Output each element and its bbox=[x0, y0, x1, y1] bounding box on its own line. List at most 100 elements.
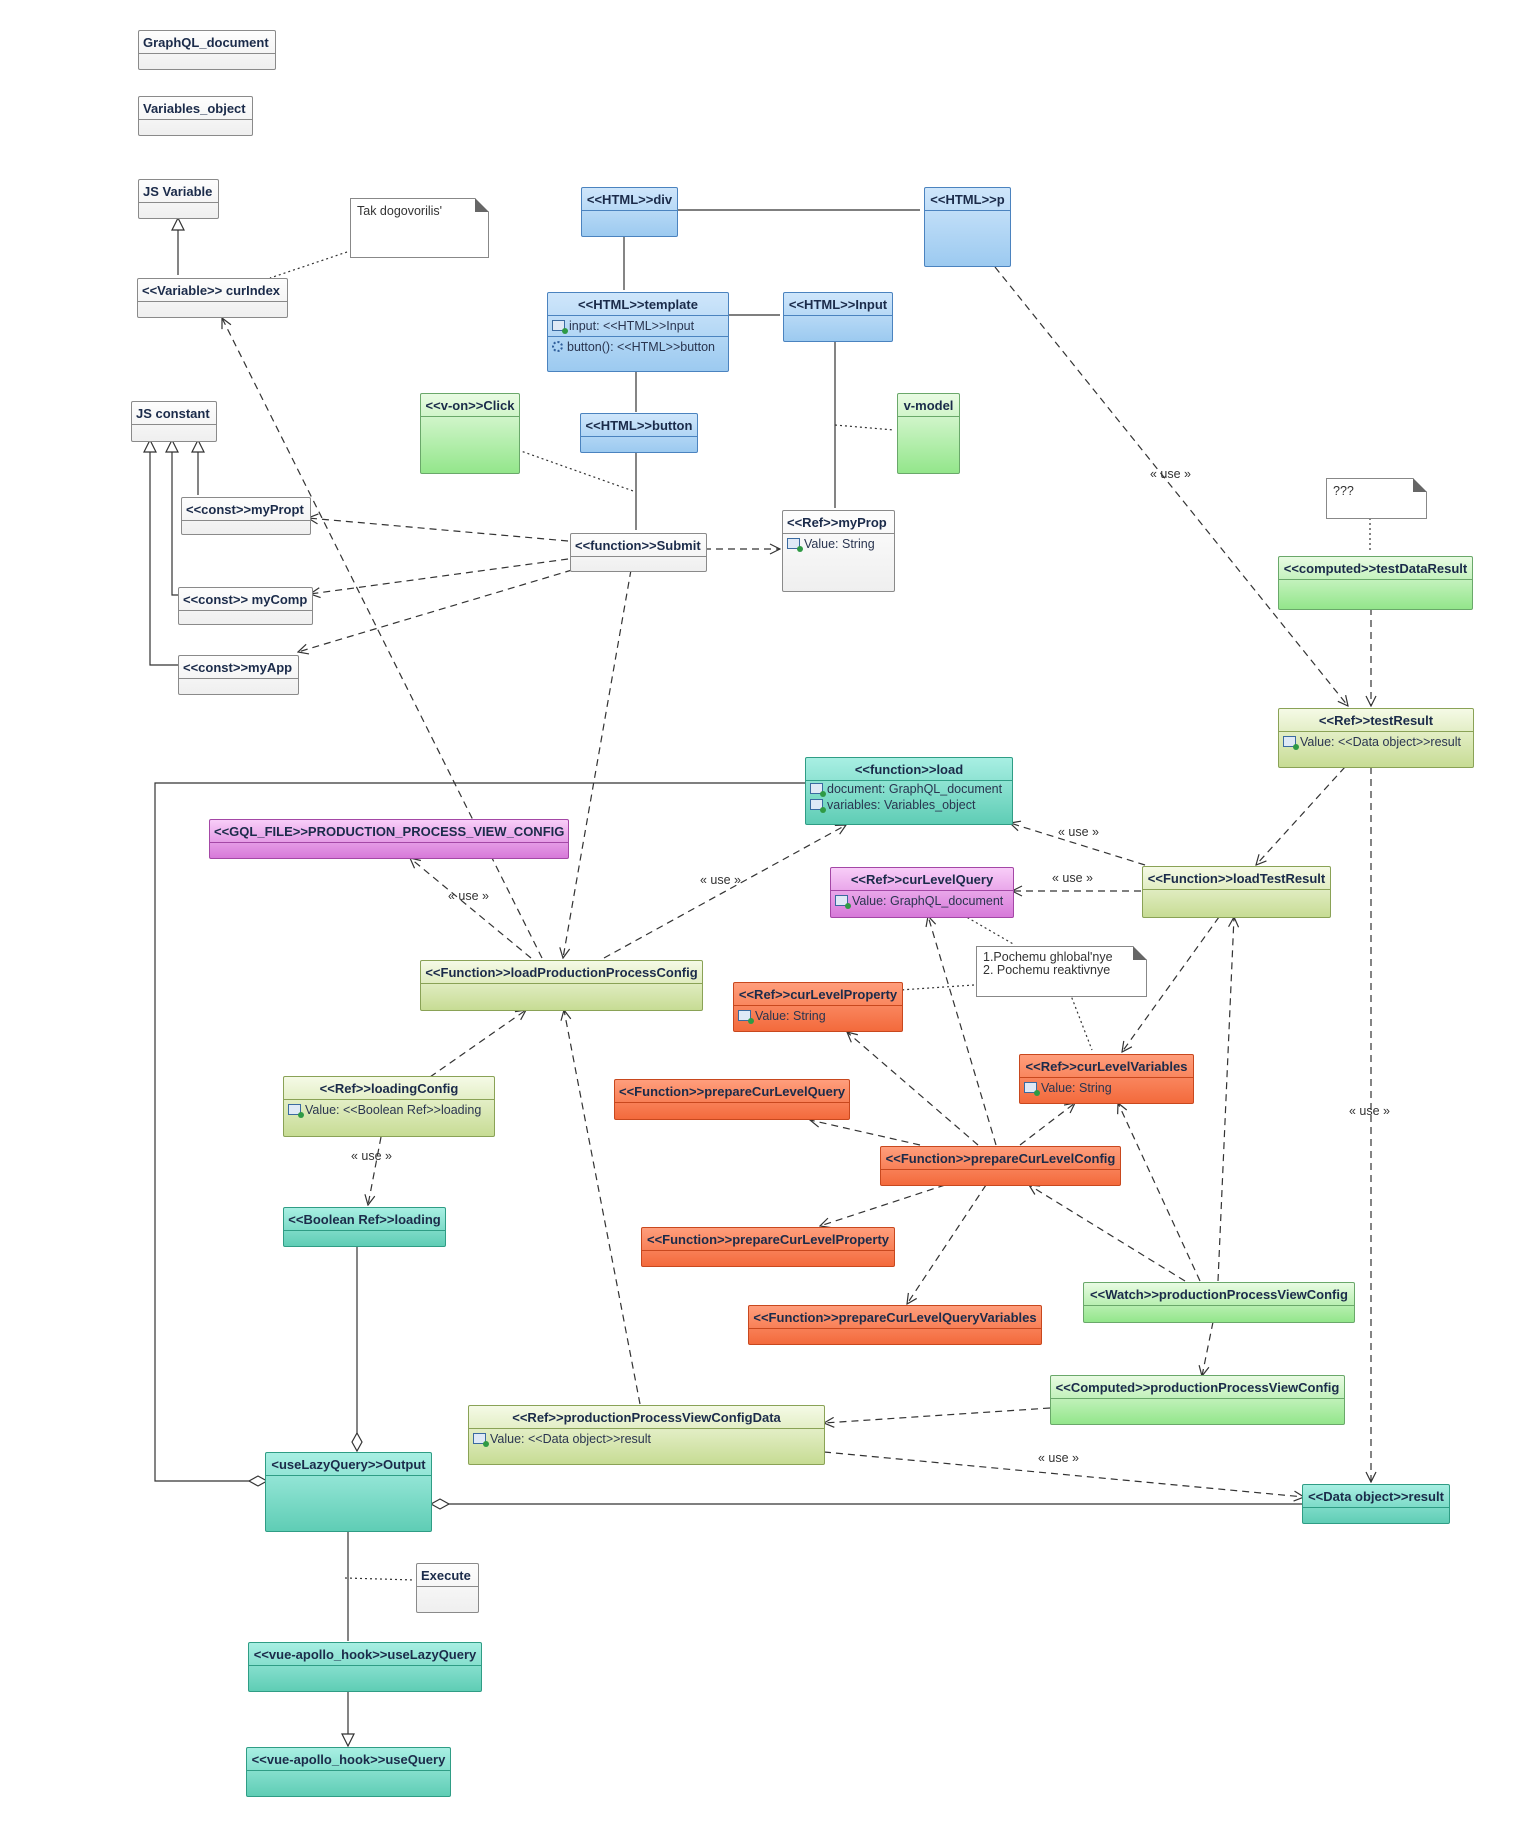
class-function-submit[interactable]: <<function>>Submit bbox=[570, 533, 707, 572]
class-watch-productionprocessviewconfig[interactable]: <<Watch>>productionProcessViewConfig bbox=[1083, 1282, 1355, 1323]
class-js-constant[interactable]: JS constant bbox=[131, 401, 217, 442]
class-title: <<Computed>>productionProcessViewConfig bbox=[1055, 1380, 1340, 1395]
attribute-row: Value: <<Boolean Ref>>loading bbox=[284, 1100, 494, 1120]
dep-config-preparequery bbox=[810, 1120, 921, 1146]
class-title: <<vue-apollo_hook>>useLazyQuery bbox=[253, 1647, 477, 1662]
class-html-div[interactable]: <<HTML>>div bbox=[581, 187, 678, 237]
dep-loadingconfig-loading bbox=[368, 1136, 382, 1205]
note-pochemu[interactable]: 1.Pochemu ghlobal'nye 2. Pochemu reaktiv… bbox=[976, 946, 1147, 997]
class-function-preparecurlevelconfig[interactable]: <<Function>>prepareCurLevelConfig bbox=[880, 1146, 1121, 1186]
class-title: <<Function>>prepareCurLevelQueryVariable… bbox=[753, 1310, 1037, 1325]
class-ref-curlevelvariables[interactable]: <<Ref>>curLevelVariables Value: String bbox=[1019, 1054, 1194, 1104]
attribute-text: Value: String bbox=[804, 537, 875, 551]
class-title: <<Ref>>curLevelQuery bbox=[850, 872, 994, 887]
property-icon bbox=[552, 320, 568, 334]
class-title: JS Variable bbox=[143, 184, 213, 199]
dep-config-preparequeryvars bbox=[907, 1184, 987, 1304]
class-gql-file[interactable]: <<GQL_FILE>>PRODUCTION_PROCESS_VIEW_CONF… bbox=[209, 819, 569, 859]
class-variables-object[interactable]: Variables_object bbox=[138, 96, 253, 136]
class-const-mypropt[interactable]: <<const>>myPropt bbox=[181, 497, 311, 535]
class-title: <<Ref>>myProp bbox=[787, 515, 887, 530]
class-title: <<Function>>prepareCurLevelQuery bbox=[619, 1084, 846, 1099]
attribute-text: document: GraphQL_document bbox=[827, 782, 1003, 796]
class-vue-apollo-uselazyquery[interactable]: <<vue-apollo_hook>>useLazyQuery bbox=[248, 1642, 482, 1692]
class-variable-curindex[interactable]: <<Variable>> curIndex bbox=[137, 278, 288, 318]
class-ref-curlevelquery[interactable]: <<Ref>>curLevelQuery Value: GraphQL_docu… bbox=[830, 867, 1014, 918]
property-icon bbox=[1283, 736, 1299, 750]
class-graphql-document[interactable]: GraphQL_document bbox=[138, 30, 276, 70]
dep-config-curlevelproperty bbox=[847, 1032, 979, 1146]
dep-watch-loadtest bbox=[1217, 917, 1234, 1282]
class-js-variable[interactable]: JS Variable bbox=[138, 179, 219, 219]
class-function-loadtestresult[interactable]: <<Function>>loadTestResult bbox=[1142, 866, 1331, 918]
class-vue-apollo-usequery[interactable]: <<vue-apollo_hook>>useQuery bbox=[246, 1747, 451, 1797]
operation-text: button(): <<HTML>>button bbox=[567, 340, 716, 354]
use-label: « use » bbox=[1058, 825, 1100, 839]
class-boolean-ref-loading[interactable]: <<Boolean Ref>>loading bbox=[283, 1207, 446, 1247]
dep-testresult-loadtest bbox=[1256, 766, 1346, 865]
class-const-mycomp[interactable]: <<const>> myComp bbox=[178, 587, 313, 625]
class-title: <<Data object>>result bbox=[1308, 1489, 1444, 1504]
class-title: <<Function>>loadProductionProcessConfig bbox=[425, 965, 698, 980]
class-const-myapp[interactable]: <<const>>myApp bbox=[178, 655, 299, 695]
class-function-preparecurlevelqueryvariables[interactable]: <<Function>>prepareCurLevelQueryVariable… bbox=[748, 1305, 1042, 1345]
property-icon bbox=[810, 783, 826, 797]
class-function-preparecurlevelproperty[interactable]: <<Function>>prepareCurLevelProperty bbox=[641, 1227, 895, 1267]
operation-row: button(): <<HTML>>button bbox=[548, 337, 728, 357]
generalization-mycomp bbox=[172, 440, 178, 596]
class-uselazyquery-output[interactable]: <useLazyQuery>>Output bbox=[265, 1452, 432, 1532]
dep-loadppc-gql bbox=[410, 858, 532, 959]
attribute-row: Value: String bbox=[783, 534, 894, 554]
class-function-loadproductionprocessconfig[interactable]: <<Function>>loadProductionProcessConfig bbox=[420, 960, 703, 1011]
class-title: <<const>> myComp bbox=[183, 592, 308, 607]
dep-loadtest-curlevelvariables bbox=[1122, 916, 1220, 1052]
class-computed-productionprocessviewconfig[interactable]: <<Computed>>productionProcessViewConfig bbox=[1050, 1375, 1345, 1425]
attribute-text: variables: Variables_object bbox=[827, 798, 976, 812]
dep-config-curlevelvariables bbox=[1019, 1103, 1075, 1146]
attribute-text: Value: <<Data object>>result bbox=[490, 1432, 651, 1446]
class-title: <<const>>myApp bbox=[183, 660, 293, 675]
class-v-model[interactable]: v-model bbox=[897, 393, 960, 474]
class-title: <<const>>myPropt bbox=[186, 502, 304, 517]
note-question[interactable]: ??? bbox=[1326, 478, 1427, 519]
note-text: Tak dogovorilis' bbox=[357, 204, 443, 218]
class-title: Variables_object bbox=[143, 101, 246, 116]
class-ref-testresult[interactable]: <<Ref>>testResult Value: <<Data object>>… bbox=[1278, 708, 1474, 768]
class-ref-curlevelproperty[interactable]: <<Ref>>curLevelProperty Value: String bbox=[733, 982, 903, 1032]
class-title: <<function>>Submit bbox=[575, 538, 701, 553]
class-title: JS constant bbox=[136, 406, 210, 421]
class-html-template[interactable]: <<HTML>>template input: <<HTML>>Input bu… bbox=[547, 292, 729, 372]
use-label: « use » bbox=[351, 1149, 393, 1163]
class-title: <<Ref>>productionProcessViewConfigData bbox=[512, 1410, 781, 1425]
class-title: <<HTML>>Input bbox=[788, 297, 888, 312]
gear-icon bbox=[552, 341, 563, 352]
class-data-object-result[interactable]: <<Data object>>result bbox=[1302, 1484, 1450, 1524]
class-html-button[interactable]: <<HTML>>button bbox=[580, 413, 698, 453]
use-label: « use » bbox=[700, 873, 742, 887]
generalization-myapp bbox=[150, 440, 178, 666]
class-title: <<Function>>prepareCurLevelProperty bbox=[646, 1232, 890, 1247]
class-function-load[interactable]: <<function>>load document: GraphQL_docum… bbox=[805, 757, 1013, 825]
class-html-input[interactable]: <<HTML>>Input bbox=[783, 292, 893, 342]
class-v-on-click[interactable]: <<v-on>>Click bbox=[420, 393, 520, 474]
class-function-preparecurlevelquery[interactable]: <<Function>>prepareCurLevelQuery bbox=[614, 1079, 850, 1120]
use-label: « use » bbox=[1038, 1451, 1080, 1465]
class-title: Execute bbox=[421, 1568, 471, 1583]
dep-ppcdata-dataresult bbox=[823, 1451, 1304, 1497]
class-ref-loadingconfig[interactable]: <<Ref>>loadingConfig Value: <<Boolean Re… bbox=[283, 1076, 495, 1137]
use-label: « use » bbox=[1150, 467, 1192, 481]
note-text: 2. Pochemu reaktivnye bbox=[983, 963, 1111, 977]
dep-submit-loadppc bbox=[563, 569, 632, 958]
attribute-row: Value: <<Data object>>result bbox=[469, 1429, 824, 1449]
class-html-p[interactable]: <<HTML>>p bbox=[924, 187, 1011, 267]
note-tak-dogovorilis[interactable]: Tak dogovorilis' bbox=[350, 198, 489, 258]
class-computed-testdataresult[interactable]: <<computed>>testDataResult bbox=[1278, 556, 1473, 610]
attribute-row: Value: <<Data object>>result bbox=[1279, 732, 1473, 752]
class-title: <<Variable>> curIndex bbox=[142, 283, 281, 298]
class-execute[interactable]: Execute bbox=[416, 1563, 479, 1613]
class-title: <<v-on>>Click bbox=[425, 398, 515, 413]
property-icon bbox=[288, 1104, 304, 1118]
class-ref-myprop[interactable]: <<Ref>>myProp Value: String bbox=[782, 510, 895, 592]
class-ref-productionprocessviewconfigdata[interactable]: <<Ref>>productionProcessViewConfigData V… bbox=[468, 1405, 825, 1465]
attribute-text: Value: String bbox=[1041, 1081, 1112, 1095]
